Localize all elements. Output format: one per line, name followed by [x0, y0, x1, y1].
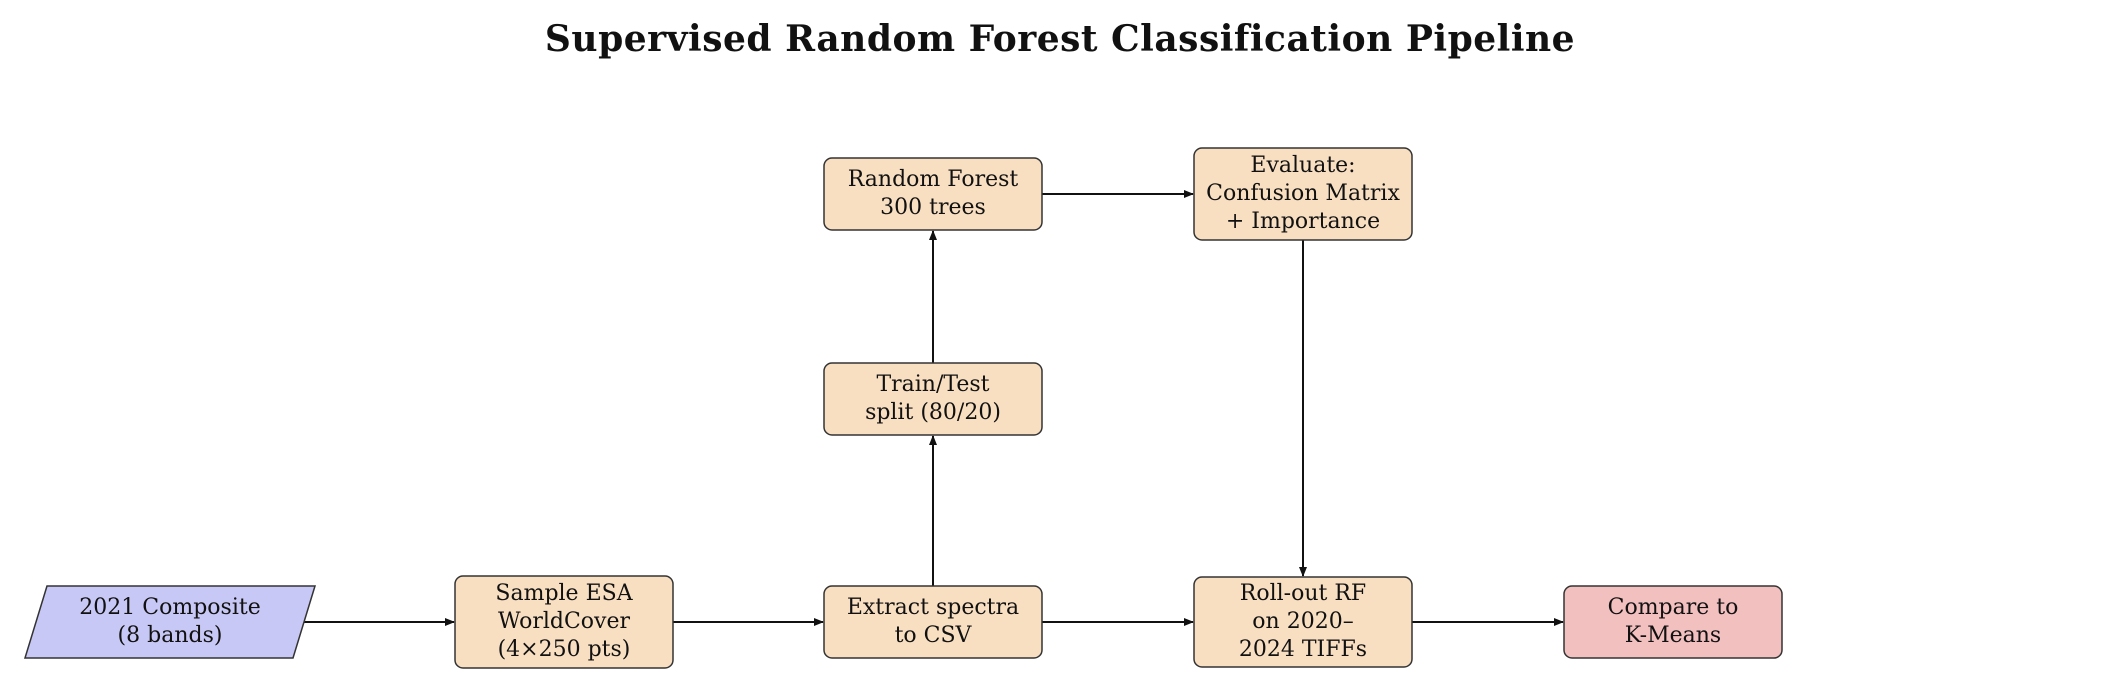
nodes-layer: 2021 Composite (8 bands) Sample ESA WorldCo… — [23, 147, 1783, 669]
node-rollout-label: Roll-out RF on 2020– 2024 TIFFs — [1239, 581, 1367, 662]
node-evaluate: Evaluate: Confusion Matrix + Importance — [1193, 147, 1413, 241]
node-composite-label-line: 2021 Composite — [79, 595, 260, 620]
node-evaluate-label-line: Evaluate: — [1250, 153, 1355, 178]
node-compare-label-line: K-Means — [1625, 623, 1721, 648]
node-rf: Random Forest 300 trees — [823, 157, 1043, 231]
node-extract: Extract spectra to CSV — [823, 585, 1043, 659]
node-extract-shape — [823, 585, 1043, 659]
node-split-label-line: Train/Test — [876, 372, 989, 397]
node-composite-label: 2021 Composite (8 bands) — [79, 595, 260, 648]
node-extract-label: Extract spectra to CSV — [847, 595, 1019, 648]
node-sample-label-line: WorldCover — [498, 609, 631, 634]
node-rf-label: Random Forest 300 trees — [848, 167, 1019, 220]
node-sample-label: Sample ESA WorldCover (4×250 pts) — [495, 581, 633, 662]
node-sample-label-line: Sample ESA — [495, 581, 633, 606]
diagram-title: Supervised Random Forest Classification … — [544, 18, 1576, 60]
node-rollout: Roll-out RF on 2020– 2024 TIFFs — [1193, 576, 1413, 668]
node-compare-label-line: Compare to — [1608, 595, 1739, 620]
node-evaluate-label: Evaluate: Confusion Matrix + Importance — [1206, 153, 1400, 234]
node-split-label: Train/Test split (80/20) — [865, 372, 1001, 425]
node-compare-label: Compare to K-Means — [1608, 595, 1739, 648]
node-compare: Compare to K-Means — [1563, 585, 1783, 659]
node-composite-shape — [23, 585, 317, 659]
node-composite: 2021 Composite (8 bands) — [23, 585, 317, 659]
node-split-label-line: split (80/20) — [865, 400, 1001, 425]
node-evaluate-label-line: + Importance — [1226, 209, 1380, 234]
node-sample-shape — [454, 575, 674, 669]
edges-layer — [304, 190, 1564, 626]
node-extract-label-line: Extract spectra — [847, 595, 1019, 620]
node-evaluate-shape — [1193, 147, 1413, 241]
node-rf-label-line: 300 trees — [880, 195, 986, 220]
node-extract-label-line: to CSV — [895, 623, 973, 648]
node-split-shape — [823, 362, 1043, 436]
node-compare-shape — [1563, 585, 1783, 659]
node-evaluate-label-line: Confusion Matrix — [1206, 181, 1400, 206]
node-split: Train/Test split (80/20) — [823, 362, 1043, 436]
node-rollout-label-line: on 2020– — [1252, 609, 1353, 634]
node-rollout-shape — [1193, 576, 1413, 668]
node-sample: Sample ESA WorldCover (4×250 pts) — [454, 575, 674, 669]
node-rf-shape — [823, 157, 1043, 231]
node-rollout-label-line: 2024 TIFFs — [1239, 637, 1367, 662]
node-composite-label-line: (8 bands) — [118, 623, 223, 648]
node-rf-label-line: Random Forest — [848, 167, 1019, 192]
node-sample-label-line: (4×250 pts) — [498, 637, 631, 662]
node-rollout-label-line: Roll-out RF — [1240, 581, 1366, 606]
